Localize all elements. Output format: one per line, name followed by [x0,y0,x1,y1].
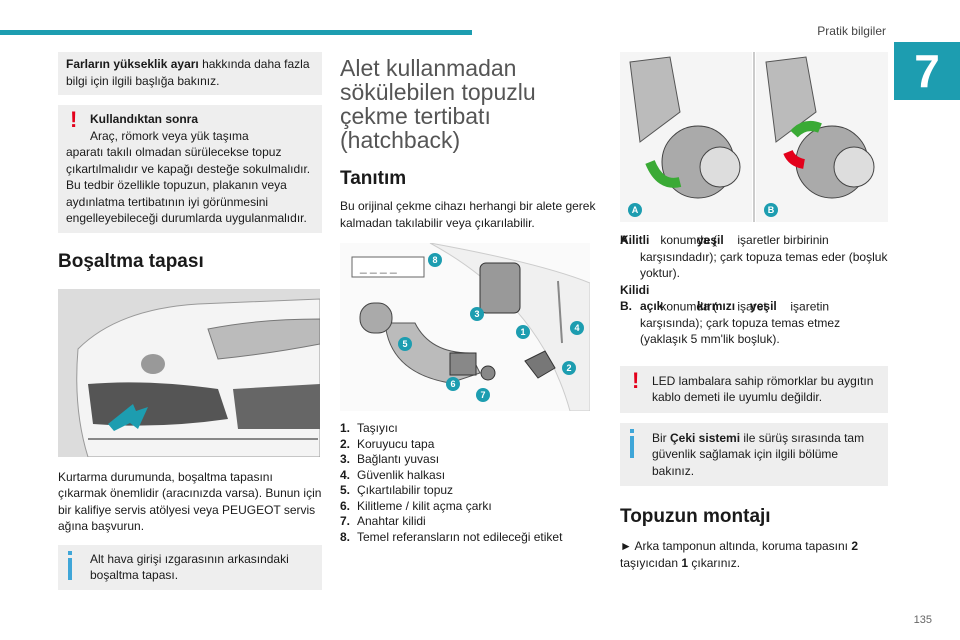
legend-item-b: B.Kilidi açık konumda (kırmızı işaret ye… [620,282,841,347]
figure-label: 3 [470,307,484,321]
car-front-svg [58,288,320,457]
page-number: 135 [913,614,932,626]
info-box-tow-system: Bir Çeki sistemi ile sürüş sırasında tam… [620,422,888,486]
note-bold: Farların yükseklik ayarı [66,57,199,71]
figure-label: 2 [562,361,576,375]
lock-positions-illustration: A B [620,52,888,222]
mounting-step: ► Arka tamponun altında, koruma tapasını… [620,539,859,570]
legend-item-a: A.Kilitli konumda (yeşil işaretler birbi… [620,233,888,280]
legend-item: 6.Kilitleme / kilit açma çarkı [340,498,492,513]
legend-item: 1.Taşıyıcı [340,421,398,435]
info-icon [68,550,72,581]
drain-plug-heading: Boşaltma tapası [58,250,204,272]
towbar-svg: _ _ _ _ [351,243,590,411]
arrow-icon [108,403,148,431]
legend-item: 3.Bağlantı yuvası [340,452,440,466]
warning-box-led: ! LED lambalara sahip römorklar bu aygıt… [620,365,888,413]
note-text: hakkında daha fazla bilgi için ilgili ba… [66,57,310,88]
figure-label-a: A [628,203,642,217]
column-left: Farların yükseklik ayarı hakkında daha f… [58,52,322,590]
info-text: Alt hava girişi ızgarasının arkasındaki … [90,551,289,583]
figure-label: 7 [476,388,490,402]
section-title: Pratik bilgiler [817,24,886,38]
intro-heading: Tanıtım [340,168,407,189]
legend-item: 4.Güvenlik halkası [340,467,446,482]
drain-plug-body: Kurtarma durumunda, boşaltma tapasını çı… [58,469,322,534]
warning-icon: ! [632,367,640,393]
lock-wheels-svg [620,52,888,222]
lock-position-legend: A.Kilitli konumda (yeşil işaretler birbi… [620,232,888,348]
mounting-heading: Topuzun montajı [620,506,771,527]
intro-text: Bu orijinal çekme cihazı herhangi bir al… [340,199,596,230]
figure-label: 1 [516,325,530,339]
legend-item: 2.Koruyucu tapa [340,436,435,451]
car-front-illustration [58,288,320,457]
column-middle: Alet kullanmadan sökülebilen topuzlu çek… [340,52,602,545]
towbar-title: Alet kullanmadan sökülebilen topuzlu çek… [340,55,536,153]
header-accent-bar [0,30,472,35]
parts-legend: 1.Taşıyıcı 2.Koruyucu tapa 3.Bağlantı yu… [340,421,602,545]
info-icon [630,428,634,459]
warning-text: LED lambalara sahip römorklar bu aygıtın… [652,373,874,405]
legend-item: 5.Çıkartılabilir topuz [340,483,454,497]
chapter-number: 7 [894,42,960,100]
figure-label: 5 [398,337,412,351]
warning-box-after-use: ! Kullandıktan sonra Araç, römork veya y… [58,105,322,233]
svg-text:_ _ _ _: _ _ _ _ [359,260,397,274]
towbar-illustration: _ _ _ _ 8 3 1 4 5 2 6 7 [340,243,590,411]
figure-label: 8 [428,253,442,267]
warning-line1: Araç, römork veya yük taşıma [90,128,249,143]
figure-label: 6 [446,377,460,391]
figure-label: 4 [570,321,584,335]
headlight-note: Farların yükseklik ayarı hakkında daha f… [58,52,322,95]
column-right: A B A.Kilitli konumda (yeşil işaretler b… [620,52,888,571]
legend-item: 8.Temel referansların not edileceği etik… [340,529,563,544]
legend-item: 7.Anahtar kilidi [340,514,426,528]
warning-icon: ! [70,107,78,132]
warning-text: aparatı takılı olmadan sürülecekse topuz… [66,145,311,225]
info-box-drain-plug: Alt hava girişi ızgarasının arkasındaki … [58,544,322,590]
figure-label-b: B [764,203,778,217]
warning-title: Kullandıktan sonra [90,112,199,126]
